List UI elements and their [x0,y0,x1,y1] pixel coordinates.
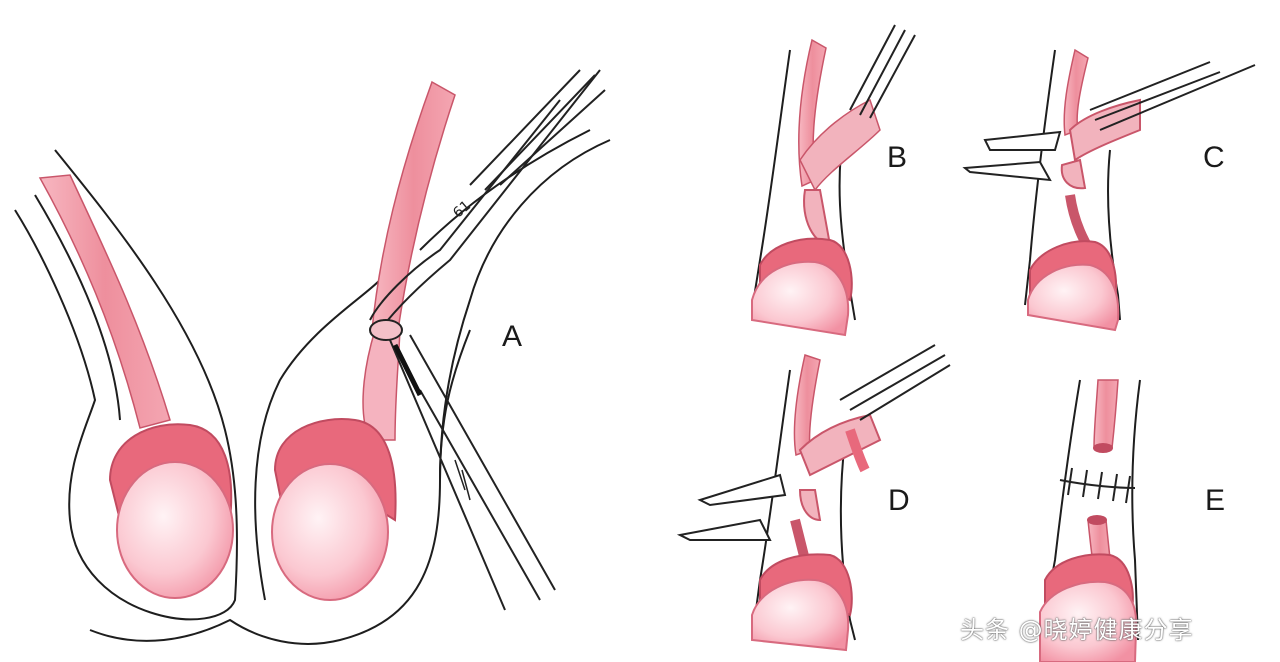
panel-label-a: A [502,320,523,353]
panel-label-b: B [887,141,908,174]
panel-label-e: E [1205,484,1226,517]
watermark-text: 头条 @晓婷健康分享 [960,616,1194,644]
panel-label-d: D [888,484,910,517]
panel-label-c: C [1203,141,1225,174]
panel-b-drawing [751,24,916,337]
panel-e-drawing [1039,379,1141,662]
panel-a-drawing [14,69,611,645]
panel-c-drawing [962,48,1256,332]
panel-d-drawing [676,344,951,652]
